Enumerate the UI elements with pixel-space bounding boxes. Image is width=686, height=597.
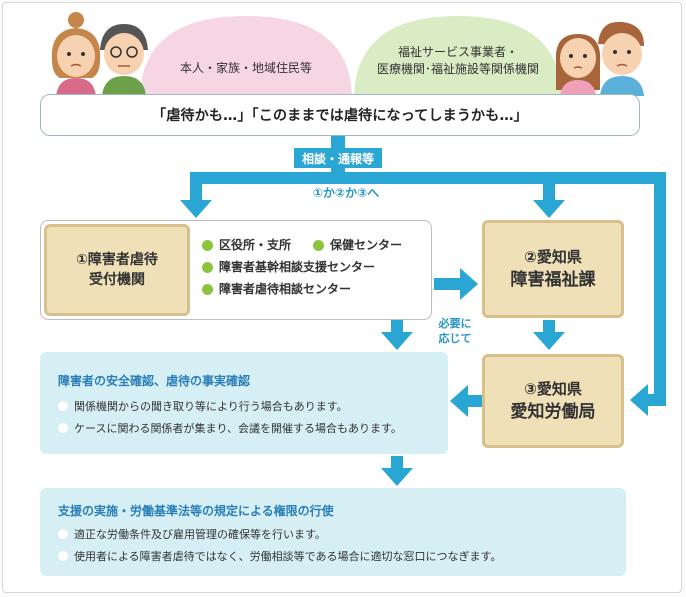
pink-badge — [140, 16, 352, 100]
route-note: ①か②か③へ — [312, 186, 380, 200]
safety-panel-title: 障害者の安全確認、虐待の事実確認 — [58, 374, 251, 388]
reception-item: 区役所・支所 — [219, 238, 292, 252]
reception-row: 区役所・支所 保健センター — [202, 234, 402, 256]
support-bullet: 適正な労働条件及び雇用管理の確保等を行います。 — [58, 526, 326, 542]
safety-bullet-text: 関係機関からの聞き取り等により行う場合もあります。 — [74, 400, 348, 413]
concern-speech-bubble: 「虐待かも…」「このままでは虐待になってしまうかも…」 — [40, 94, 640, 136]
reception-row: 障害者基幹相談支援センター — [202, 256, 402, 278]
support-bullet: 使用者による障害者虐待ではなく、労働相談等である場合に適切な窓口につなぎます。 — [58, 548, 501, 564]
as-needed-line1: 必要に — [438, 317, 472, 330]
safety-bullet-text: ケースに関わる関係者が集まり、会議を開催する場合もあります。 — [74, 422, 402, 435]
support-panel-title: 支援の実施・労働基準法等の規定による権限の行使 — [58, 504, 334, 518]
reception-title-box: ①障害者虐待 受付機関 — [44, 224, 190, 316]
reception-row: 障害者虐待相談センター — [202, 278, 402, 300]
providers-label-line2: 医療機関･福祉施設等関係機関 — [376, 62, 539, 76]
green-bullet-icon — [313, 239, 325, 251]
flow-arrows — [180, 136, 666, 486]
labour-bureau-box: ③愛知県 愛知労働局 — [482, 354, 624, 448]
people-right-icon — [555, 21, 644, 96]
support-bullet-text: 適正な労働条件及び雇用管理の確保等を行います。 — [74, 528, 326, 541]
safety-panel — [40, 352, 448, 454]
green-bullet-icon — [202, 239, 213, 251]
labour-line1: ③愛知県 — [524, 380, 582, 398]
residents-label: 本人・家族・地域住民等 — [179, 61, 312, 75]
reception-item: 保健センター — [330, 238, 403, 252]
reception-title-line2: 受付機関 — [89, 272, 145, 288]
support-panel — [40, 488, 626, 576]
providers-label-line1: 福祉サービス事業者・ — [397, 45, 518, 59]
white-bullet-icon — [58, 551, 68, 561]
as-needed-note: 必要に 応じて — [428, 316, 482, 346]
support-bullet-text: 使用者による障害者虐待ではなく、労働相談等である場合に適切な窓口につなぎます。 — [74, 550, 502, 563]
reception-item: 障害者基幹相談支援センター — [219, 260, 376, 274]
welfare-line2: 障害福祉課 — [510, 270, 596, 290]
concern-text: 「虐待かも…」「このままでは虐待になってしまうかも…」 — [152, 108, 528, 124]
white-bullet-icon — [58, 529, 68, 539]
as-needed-line2: 応じて — [438, 332, 472, 345]
reception-list: 区役所・支所 保健センター 障害者基幹相談支援センター 障害者虐待相談センター — [202, 234, 402, 300]
welfare-line1: ②愛知県 — [524, 248, 582, 266]
green-bullet-icon — [202, 261, 213, 273]
welfare-division-box: ②愛知県 障害福祉課 — [482, 220, 624, 318]
people-left-icon — [51, 12, 148, 96]
white-bullet-icon — [58, 423, 68, 433]
labour-line2: 愛知労働局 — [510, 402, 596, 422]
reception-title-line1: ①障害者虐待 — [76, 252, 158, 268]
white-bullet-icon — [58, 401, 68, 411]
green-bullet-icon — [202, 283, 213, 295]
safety-bullet: ケースに関わる関係者が集まり、会議を開催する場合もあります。 — [58, 420, 402, 436]
safety-bullet: 関係機関からの聞き取り等により行う場合もあります。 — [58, 398, 348, 414]
consult-report-label: 相談・通報等 — [294, 148, 382, 168]
green-badge — [354, 16, 562, 100]
reception-item: 障害者虐待相談センター — [219, 282, 352, 296]
